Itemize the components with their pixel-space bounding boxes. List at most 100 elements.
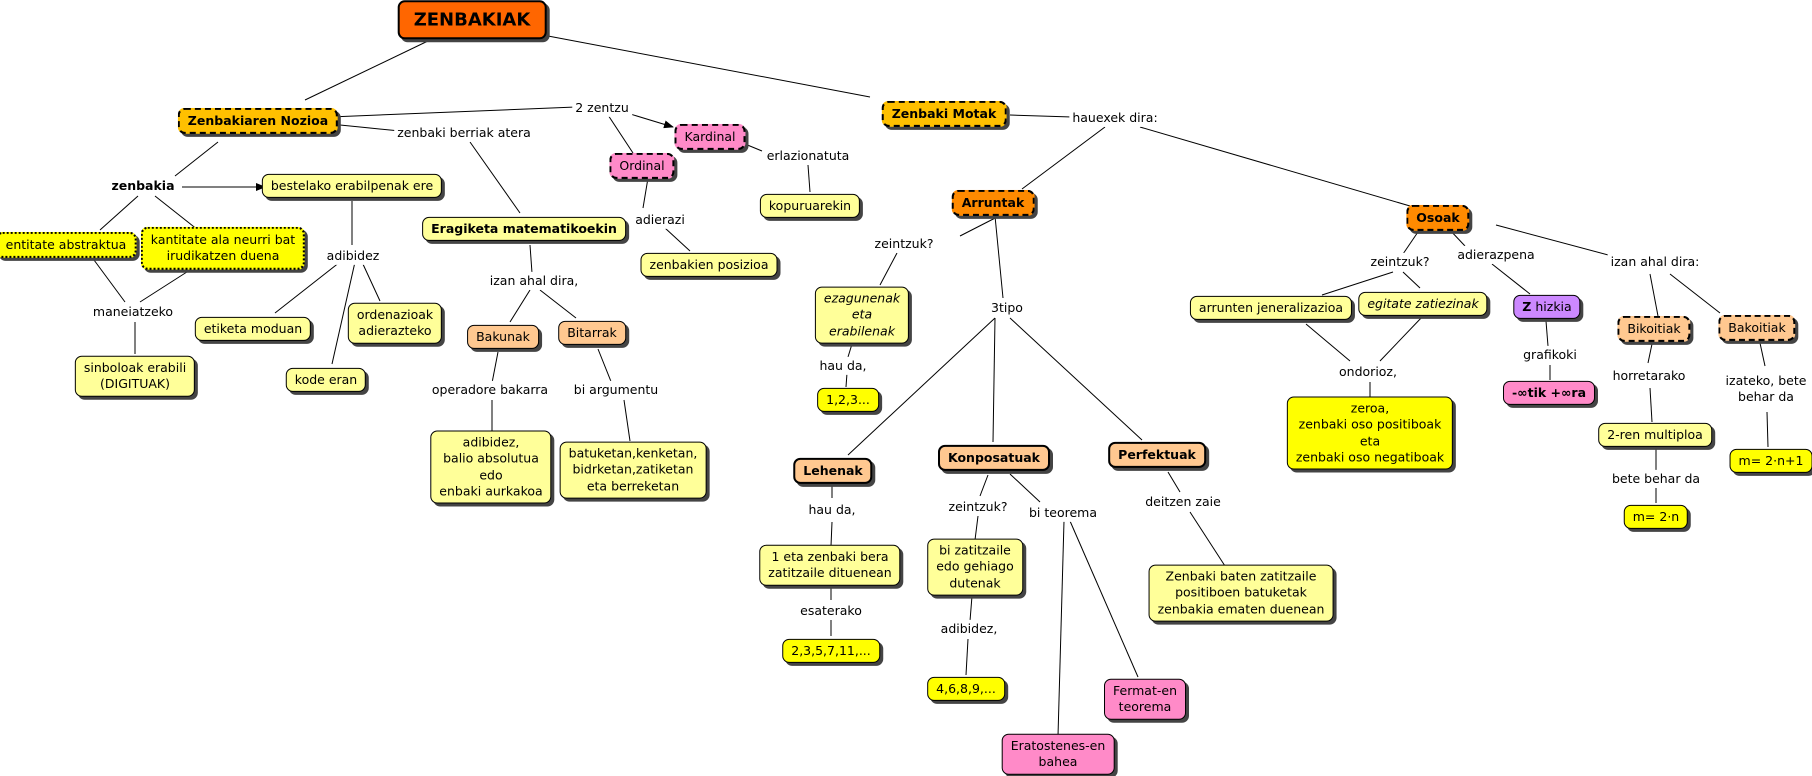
eragiketa-text: Eragiketa matematikoekin (431, 220, 617, 236)
link-label-bi-argumentu: bi argumentu (570, 380, 662, 400)
concept-ordenazioak-adierazteko[interactable]: ordenazioak adierazteko (347, 302, 443, 344)
link-label-bi-teorema: bi teorema (1025, 503, 1101, 523)
concept-bakoitiak[interactable]: Bakoitiak (1718, 314, 1796, 342)
concept-fermat-teorema[interactable]: Fermat-en teorema (1104, 678, 1186, 720)
eratostenes-line-1: Eratostenes-en (1010, 737, 1106, 753)
batuketan-line-1: batuketan,kenketan, (568, 445, 698, 461)
concept-bakunak[interactable]: Bakunak (467, 324, 539, 350)
concept-zatitzaile-dituenean[interactable]: 1 eta zenbaki bera zatitzaile dituenean (759, 544, 901, 586)
concept-zeroa-oso-zenbakiak[interactable]: zeroa, zenbaki oso positiboak eta zenbak… (1286, 396, 1454, 470)
link-label-hauexek-dira: hauexek dira: (1069, 108, 1161, 128)
concept-egitate-zatiezinak[interactable]: egitate zatiezinak (1358, 291, 1488, 317)
concept-prime-examples[interactable]: 2,3,5,7,11,... (782, 638, 880, 664)
link-label-grafikoki: grafikoki (1520, 345, 1580, 365)
link-label-3tipo: 3tipo (988, 298, 1026, 318)
concept-eragiketa-matematikoekin[interactable]: Eragiketa matematikoekin (422, 216, 626, 242)
concept-infinity-range[interactable]: -∞tik +∞ra (1502, 380, 1596, 406)
eratostenes-line-2: bahea (1038, 754, 1078, 769)
link-label-izateko-bete-behar-da: izateko, bete behar da (1722, 371, 1810, 407)
link-label-esaterako: esaterako (797, 601, 865, 621)
link-label-horretarako: horretarako (1609, 366, 1689, 386)
concept-ezagunenak-erabilenak[interactable]: ezagunenak eta erabilenak (814, 286, 910, 344)
concept-batuketan-kenketan[interactable]: batuketan,kenketan, bidrketan,zatiketan … (559, 441, 707, 499)
root-concept-zenbakiak[interactable]: ZENBAKIAK (397, 0, 547, 40)
concept-zenbakien-posizioa[interactable]: zenbakien posizioa (640, 252, 778, 278)
link-label-2-zentzu: 2 zentzu (572, 98, 632, 118)
concept-kode-eran[interactable]: kode eran (285, 367, 367, 393)
concept-bitarrak[interactable]: Bitarrak (558, 320, 626, 346)
concept-bi-zatitzaile[interactable]: bi zatitzaile edo gehiago dutenak (927, 538, 1023, 596)
link-label-zeintzuk-osoak: zeintzuk? (1367, 252, 1433, 272)
izateko-line-1: izateko, bete (1725, 372, 1807, 388)
bi-zatitzaile-line-3: dutenak (949, 575, 1001, 591)
link-label-zeintzuk-konposatuak: zeintzuk? (945, 497, 1011, 517)
concept-ordinal[interactable]: Ordinal (609, 152, 675, 180)
link-label-ondorioz: ondorioz, (1336, 362, 1400, 382)
concept-konposatuak[interactable]: Konposatuak (938, 444, 1050, 472)
concept-perfektu-definizioa[interactable]: Zenbaki baten zatitzaile positiboen batu… (1148, 564, 1334, 622)
concept-perfektuak[interactable]: Perfektuak (1108, 441, 1206, 469)
link-label-izan-ahal-dira: izan ahal dira, (486, 271, 582, 291)
zeroa-line-4: zenbaki oso negatiboak (1295, 449, 1445, 465)
concept-arruntak[interactable]: Arruntak (951, 189, 1035, 217)
ezagunenak-line-3: erabilenak (829, 323, 895, 339)
concept-osoak[interactable]: Osoak (1406, 204, 1470, 232)
link-label-erlazionatuta: erlazionatuta (763, 146, 853, 166)
link-label-adierazpena: adierazpena (1454, 245, 1538, 265)
concept-bikoitiak[interactable]: Bikoitiak (1617, 315, 1691, 343)
bat-eta-line-1: 1 eta zenbaki bera (771, 548, 889, 564)
link-label-zenbakia: zenbakia (108, 176, 178, 196)
batuketan-line-2: bidrketan,zatiketan (572, 461, 694, 477)
link-label-adibidez-konposatuak: adibidez, (937, 619, 1001, 639)
concept-bestelako-erabilpenak[interactable]: bestelako erabilpenak ere (261, 173, 443, 199)
link-label-bete-behar-da: bete behar da (1608, 469, 1704, 489)
zeroa-line-3: eta (1359, 433, 1381, 448)
kantitate-line-1: kantitate ala neurri bat (150, 231, 296, 247)
z-letter: Z (1522, 298, 1532, 314)
concept-kantitate-neurri[interactable]: kantitate ala neurri bat irudikatzen due… (140, 226, 306, 270)
perfekt-def-line-1: Zenbaki baten zatitzaile (1165, 568, 1317, 584)
sinboloak-line-1: sinboloak erabili (83, 359, 187, 375)
concept-2ren-multiploa[interactable]: 2-ren multiploa (1598, 422, 1712, 448)
perfekt-def-line-2: positiboen batuketak (1175, 584, 1307, 600)
concept-1-2-3[interactable]: 1,2,3... (817, 387, 879, 413)
concept-kopuruarekin[interactable]: kopuruarekin (759, 193, 861, 219)
ordenazioak-line-2: adierazteko (358, 323, 432, 338)
link-label-hau-da-arruntak: hau da, (816, 356, 870, 376)
concept-m-odd[interactable]: m= 2·n+1 (1729, 448, 1812, 474)
izateko-line-2: behar da (1738, 389, 1794, 404)
concept-zenbaki-motak[interactable]: Zenbaki Motak (881, 100, 1007, 128)
zeroa-line-1: zeroa, (1350, 400, 1390, 416)
ordenazioak-line-1: ordenazioak (356, 306, 434, 322)
link-label-izan-ahal-dira-osoak: izan ahal dira: (1607, 252, 1703, 272)
fermat-line-2: teorema (1118, 699, 1172, 714)
concept-lehenak[interactable]: Lehenak (793, 457, 873, 485)
link-label-deitzen-zaie: deitzen zaie (1142, 492, 1224, 512)
concept-sinboloak-erabili[interactable]: sinboloak erabili (DIGITUAK) (74, 355, 196, 397)
concept-entitate-abstraktua[interactable]: entitate abstraktua (0, 231, 137, 259)
batuketan-line-3: eta berreketan (586, 478, 680, 494)
link-label-adibidez: adibidez (323, 246, 383, 266)
concept-etiketa-moduan[interactable]: etiketa moduan (194, 316, 312, 342)
adibidez-abs-line-4: enbaki aurkakoa (439, 483, 543, 499)
concept-kardinal[interactable]: Kardinal (674, 123, 746, 151)
perfekt-def-line-3: zenbakia ematen duenean (1157, 601, 1325, 617)
ezagunenak-line-1: ezagunenak (823, 290, 901, 306)
concept-m-even[interactable]: m= 2·n (1623, 504, 1689, 530)
concept-eratostenes-bahea[interactable]: Eratostenes-en bahea (1001, 733, 1115, 775)
ezagunenak-line-2: eta (851, 306, 873, 322)
link-label-hau-da-lehenak: hau da, (805, 500, 859, 520)
link-label-adierazi: adierazi (632, 210, 688, 230)
concept-z-hizkia[interactable]: Z hizkia (1513, 294, 1581, 320)
concept-balio-absolutua[interactable]: adibidez, balio absolutua edo enbaki aur… (430, 430, 552, 504)
concept-arrunten-jeneralizazioa[interactable]: arrunten jeneralizazioa (1189, 295, 1353, 321)
bi-zatitzaile-line-2: edo gehiago (936, 558, 1014, 574)
sinboloak-line-2: (DIGITUAK) (100, 376, 170, 391)
concept-zenbakiaren-nozioa[interactable]: Zenbakiaren Nozioa (177, 107, 339, 135)
fermat-line-1: Fermat-en (1113, 682, 1177, 698)
link-label-maneiatzeko: maneiatzeko (89, 302, 177, 322)
adibidez-abs-line-3: edo (479, 467, 503, 482)
concept-composite-examples[interactable]: 4,6,8,9,... (927, 676, 1005, 702)
link-label-zenbaki-berriak-atera: zenbaki berriak atera (394, 123, 534, 143)
